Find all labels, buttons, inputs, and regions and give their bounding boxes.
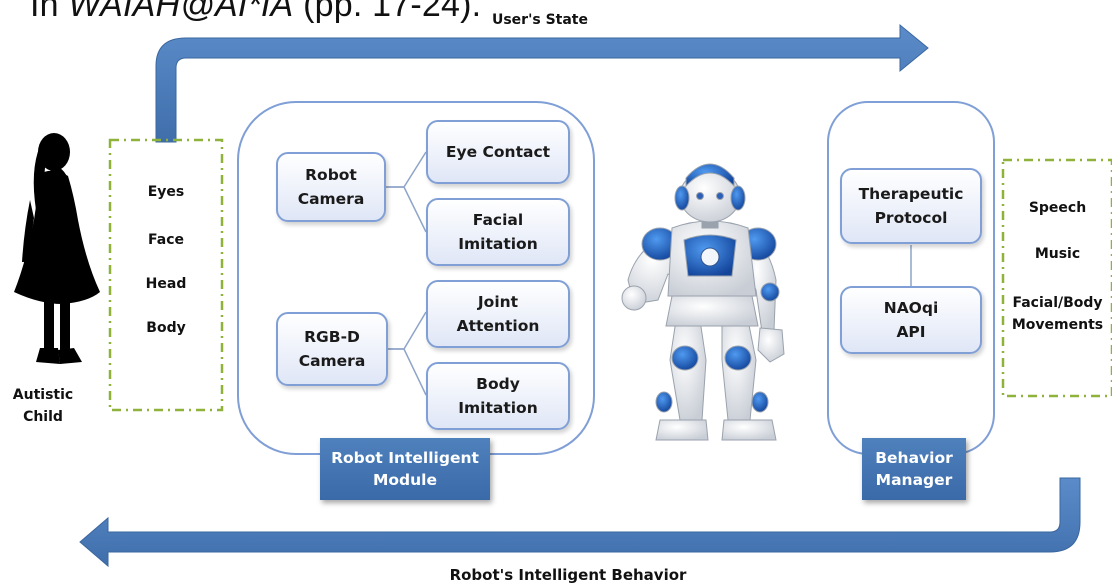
cue-head: Head [145, 276, 187, 292]
rgbd-camera-label: RGB-D Camera [298, 328, 366, 370]
eye-contact-node: Eye Contact [426, 120, 570, 184]
body-imitation-label: Body Imitation [458, 375, 538, 417]
cue-face: Face [148, 232, 184, 248]
citation-pages: (pp. 17-24). [293, 0, 482, 24]
joint-attention-node: Joint Attention [426, 280, 570, 348]
eye-contact-label: Eye Contact [445, 143, 551, 161]
girl-silhouette-icon [14, 133, 100, 364]
module-title-label: Robot Intelligent Module [331, 449, 479, 489]
nao-robot-icon [621, 163, 785, 441]
autistic-child-label: Autistic Child [12, 387, 74, 425]
manager-title-label: Behavior Manager [875, 449, 953, 489]
cue-body: Body [146, 320, 186, 336]
citation-prefix: In [30, 0, 69, 24]
robot-camera-label: Robot Camera [297, 166, 365, 208]
therapeutic-protocol-node: Therapeutic Protocol [840, 168, 982, 244]
users-state-arrow [155, 23, 929, 143]
rgbd-camera-node: RGB-D Camera [276, 312, 388, 386]
module-connectors [386, 151, 912, 396]
output-speech: Speech [1028, 200, 1087, 216]
naoqi-api-node: NAOqi API [840, 286, 982, 354]
robot-camera-node: Robot Camera [276, 152, 386, 222]
behavior-manager-title: Behavior Manager [862, 438, 966, 500]
joint-attention-label: Joint Attention [456, 293, 540, 335]
robot-behavior-arrow [79, 477, 1081, 568]
cue-eyes: Eyes [147, 184, 185, 200]
body-imitation-node: Body Imitation [426, 362, 570, 430]
citation-venue: WAIAH@AI*IA [68, 0, 294, 24]
citation-text: In WAIAH@AI*IA (pp. 17-24). [30, 0, 481, 25]
users-state-label: User's State [491, 12, 588, 28]
robot-outputs-box [1001, 158, 1112, 398]
child-cues-box [108, 138, 224, 412]
robot-intelligent-module-title: Robot Intelligent Module [320, 438, 490, 500]
naoqi-api-label: NAOqi API [883, 299, 939, 341]
output-music: Music [1034, 246, 1081, 262]
facial-imitation-node: Facial Imitation [426, 198, 570, 266]
output-movements: Facial/Body Movements [1011, 295, 1104, 333]
robot-behavior-label: Robot's Intelligent Behavior [449, 566, 687, 584]
therapeutic-protocol-label: Therapeutic Protocol [858, 185, 964, 227]
facial-imitation-label: Facial Imitation [458, 211, 538, 253]
